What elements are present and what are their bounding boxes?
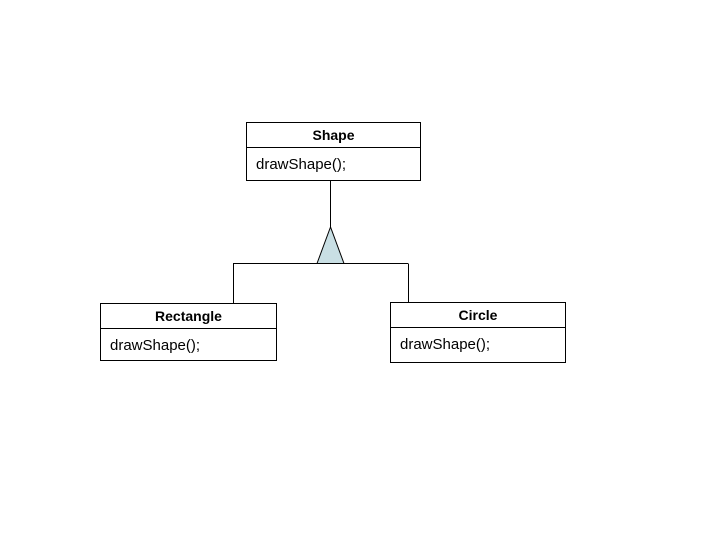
- class-method-shape: drawShape();: [256, 156, 347, 173]
- class-box-shape: Shape drawShape();: [246, 122, 421, 181]
- class-box-rectangle: Rectangle drawShape();: [100, 303, 277, 361]
- class-method-circle: drawShape();: [400, 336, 491, 353]
- class-box-circle: Circle drawShape();: [390, 302, 566, 363]
- inheritance-triangle-icon: [316, 225, 345, 264]
- class-name-shape: Shape: [247, 123, 420, 148]
- class-method-rectangle: drawShape();: [110, 337, 201, 354]
- class-name-rectangle: Rectangle: [101, 304, 276, 329]
- class-name-circle: Circle: [391, 303, 565, 328]
